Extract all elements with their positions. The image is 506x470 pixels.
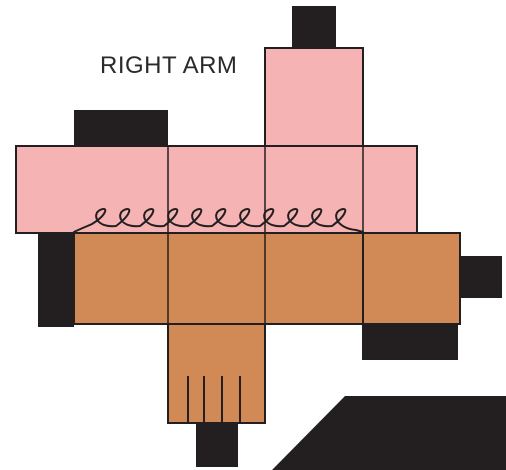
tab-top <box>292 6 336 48</box>
tab-right <box>460 256 502 298</box>
hand-right-panel <box>363 233 460 324</box>
sleeve-top-panel <box>265 48 363 146</box>
tab-lower-right <box>362 324 458 360</box>
corner-shape <box>272 396 506 470</box>
hand-band <box>74 233 363 324</box>
hand-bottom-panel <box>168 324 265 423</box>
tab-bottom <box>196 423 238 467</box>
tab-upper-left <box>74 110 168 146</box>
tab-left <box>38 233 74 327</box>
